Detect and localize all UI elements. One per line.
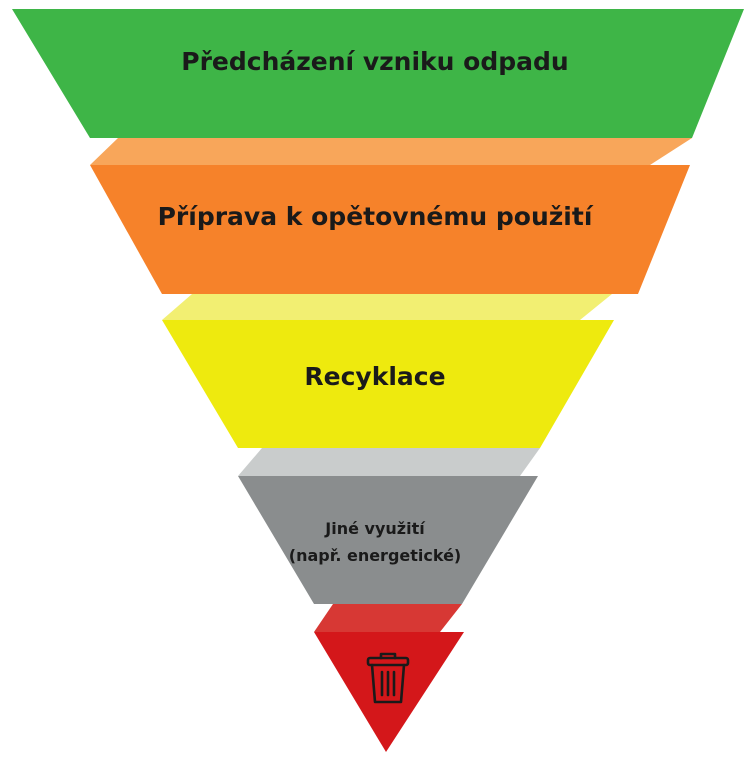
level-1-ribbon [90, 138, 692, 165]
level-1-label: Předcházení vzniku odpadu [181, 47, 569, 76]
level-3-ribbon [238, 448, 540, 476]
level-4-ribbon [314, 604, 462, 632]
level-2-label: Příprava k opětovnému použití [157, 202, 593, 231]
level-1-band [12, 9, 744, 138]
trash-bin-icon [366, 652, 410, 704]
level-4-label-line2: (např. energetické) [288, 546, 462, 565]
level-2-ribbon [162, 294, 612, 320]
level-4-label: Jiné využití (např. energetické) [0, 515, 750, 569]
level-2-band [90, 165, 690, 294]
level-4-band [238, 476, 538, 604]
level-3-band [162, 320, 614, 448]
level-3-label: Recyklace [304, 362, 446, 391]
level-4-label-line1: Jiné využití [325, 519, 425, 538]
